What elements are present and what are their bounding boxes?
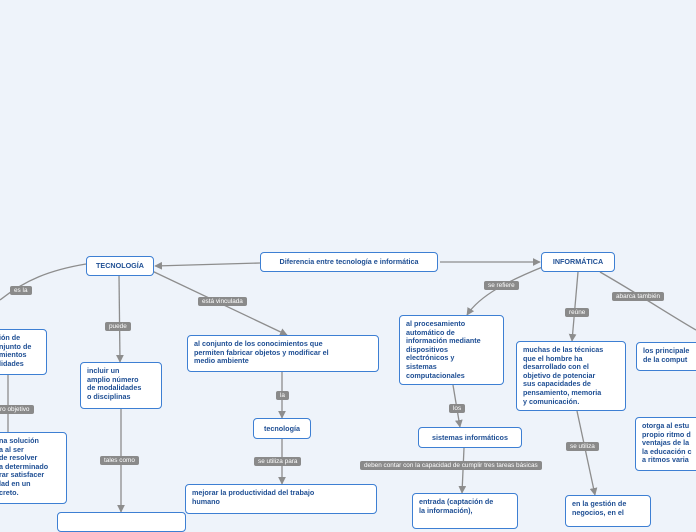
node-tecnologia-2[interactable]: tecnología	[253, 418, 311, 439]
node-root[interactable]: Diferencia entre tecnología e informátic…	[260, 252, 438, 272]
label-esta-vinculada: está vinculada	[198, 297, 247, 306]
label-se-utiliza: se utiliza	[566, 442, 599, 451]
link-tec-left	[0, 263, 87, 301]
node-left-definition[interactable]: ión de njunto de mientos lidades	[0, 329, 47, 375]
node-sistemas[interactable]: sistemas informáticos	[418, 427, 522, 448]
label-se-refiere: se refiere	[484, 281, 519, 290]
node-tecnologia[interactable]: TECNOLOGÍA	[86, 256, 154, 276]
link-tec-incluir	[116, 274, 124, 363]
link-inf-principales	[599, 271, 696, 331]
node-conjunto[interactable]: al conjunto de los conocimientos que per…	[187, 335, 379, 372]
node-gestion[interactable]: en la gestión de negocios, en el	[565, 495, 651, 527]
label-es-la: es la	[10, 286, 32, 295]
label-deben-contar: deben contar con la capacidad de cumplir…	[360, 461, 542, 470]
node-left-solution[interactable]: na solución a al ser de resolver a deter…	[0, 432, 67, 504]
label-abarca: abarca también	[612, 292, 665, 301]
link-sistemas-entrada	[458, 447, 467, 494]
label-la: la	[276, 391, 289, 400]
label-objetivo: ro objetivo	[0, 405, 34, 414]
label-puede: puede	[105, 322, 131, 331]
link-inf-procesamiento	[466, 265, 546, 316]
label-tales-como: tales como	[100, 456, 139, 465]
node-bottom-left[interactable]	[57, 512, 186, 532]
node-tecnicas[interactable]: muchas de las técnicas que el hombre ha …	[516, 341, 626, 411]
node-entrada[interactable]: entrada (captación de la información),	[412, 493, 518, 529]
label-los: los	[449, 404, 466, 413]
node-informatica[interactable]: INFORMÁTICA	[541, 252, 615, 272]
node-incluir[interactable]: incluir un amplio número de modalidades …	[80, 362, 162, 409]
link-tecnicas-gestion	[576, 410, 598, 496]
label-reune: reúne	[565, 308, 590, 317]
node-procesamiento[interactable]: al procesamiento automático de informaci…	[399, 315, 504, 385]
node-mejorar[interactable]: mejorar la productividad del trabajo hum…	[185, 484, 377, 514]
label-se-utiliza-para: se utiliza para	[254, 457, 302, 466]
node-otorga[interactable]: otorga al estu propio ritmo d ventajas d…	[635, 417, 696, 471]
node-principales[interactable]: los principale de la comput	[636, 342, 696, 371]
link-inf-tecnicas	[568, 271, 579, 342]
link-root-tecnologia	[154, 261, 261, 270]
